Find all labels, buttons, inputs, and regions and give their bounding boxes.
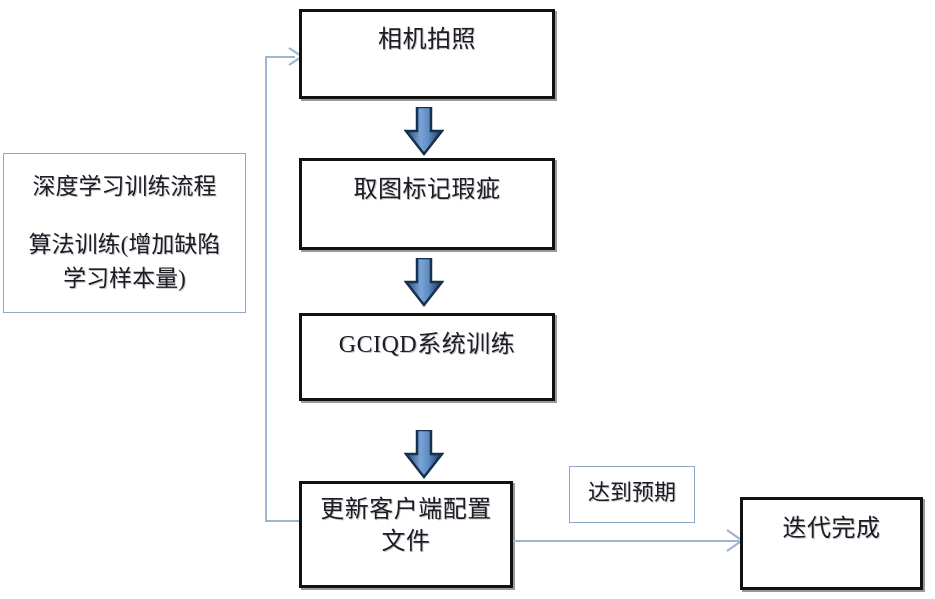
- deep-learning-training-process-note: 深度学习训练流程 算法训练(增加缺陷 学习样本量): [3, 153, 246, 313]
- feedback-loop-vertical-segment: [265, 57, 267, 522]
- arrow-capture-to-annotate-icon: [404, 107, 444, 157]
- arrow-update-to-complete-line: [513, 540, 739, 542]
- node-iteration-complete-label: 迭代完成: [782, 516, 881, 542]
- node-gciqd-system-training: GCIQD系统训练: [299, 313, 555, 401]
- feedback-loop-bottom-segment: [265, 520, 301, 522]
- node-update-client-config-file: 更新客户端配置 文件: [299, 481, 513, 588]
- note-line-3: 学习样本量): [63, 266, 186, 291]
- node-iteration-complete: 迭代完成: [740, 497, 923, 590]
- node-annotate-defects-label: 取图标记瑕疵: [353, 177, 501, 203]
- edge-label-meets-expectation-text: 达到预期: [587, 480, 676, 505]
- node-gciqd-system-training-label: GCIQD系统训练: [338, 332, 516, 358]
- note-line-1: 深度学习训练流程: [32, 174, 217, 199]
- arrow-training-to-update-icon: [404, 430, 444, 480]
- node-update-client-config-file-label: 更新客户端配置 文件: [320, 497, 492, 555]
- node-camera-capture-label: 相机拍照: [378, 27, 476, 53]
- feedback-loop-top-segment: [265, 56, 295, 58]
- note-line-2: 算法训练(增加缺陷: [28, 232, 221, 257]
- node-annotate-defects: 取图标记瑕疵: [299, 158, 555, 250]
- edge-label-meets-expectation: 达到预期: [569, 466, 695, 523]
- arrow-annotate-to-training-icon: [404, 258, 444, 308]
- node-camera-capture: 相机拍照: [299, 9, 555, 99]
